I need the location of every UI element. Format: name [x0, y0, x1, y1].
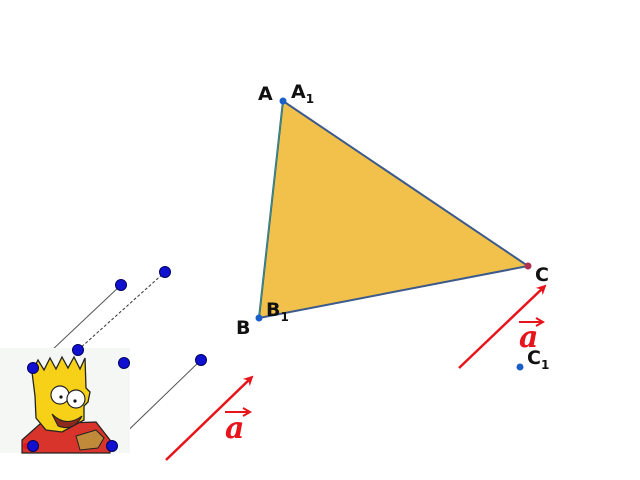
point-c1	[516, 363, 524, 371]
endpoint-3	[72, 344, 84, 356]
endpoint-6	[195, 354, 207, 366]
point-b	[255, 314, 263, 322]
label-a: A	[258, 83, 273, 105]
segment-2-dashed	[77, 271, 166, 351]
bart-simpson-illustration	[0, 348, 130, 454]
vector-a-left-label: a	[225, 411, 244, 446]
vector-a-right-label: a	[519, 320, 538, 355]
label-c: C	[535, 264, 549, 286]
vector-a-right	[458, 284, 547, 369]
vector-a-left	[165, 375, 254, 461]
endpoint-8	[106, 440, 118, 452]
label-c1: C1	[527, 347, 549, 372]
endpoint-4	[27, 362, 39, 374]
label-b: B	[236, 317, 250, 339]
label-b1: B1	[266, 299, 289, 324]
triangle-abc	[257, 99, 531, 320]
label-a1: A1	[291, 81, 314, 106]
endpoint-1	[115, 279, 127, 291]
endpoint-2	[159, 266, 171, 278]
point-c	[524, 262, 532, 270]
vector-a-left-overbar-head	[242, 407, 253, 417]
point-a	[279, 97, 287, 105]
side-ab	[258, 100, 284, 319]
endpoint-7	[27, 440, 39, 452]
endpoint-5	[118, 357, 130, 369]
vector-a-right-overbar-head	[535, 317, 546, 327]
